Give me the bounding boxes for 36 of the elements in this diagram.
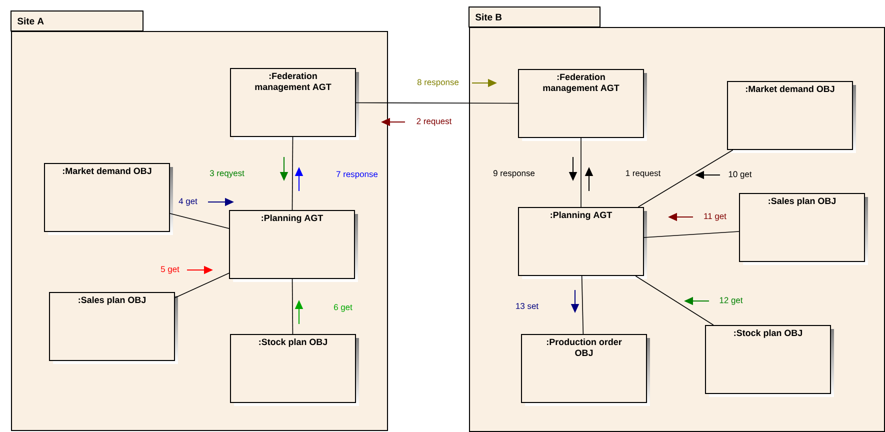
object-box: :Stock plan OBJ bbox=[705, 325, 834, 397]
link-line bbox=[170, 213, 230, 229]
object-box: :Planning AGT bbox=[518, 207, 647, 279]
link-line bbox=[638, 150, 734, 208]
node-label: Site A bbox=[17, 18, 44, 24]
object-box: :Production order OBJ bbox=[521, 334, 650, 406]
message-label: 11 get bbox=[704, 213, 726, 221]
message-label: 2 request bbox=[416, 118, 452, 126]
object-box: :Federation management AGT bbox=[230, 68, 359, 140]
object-box: :Market demand OBJ bbox=[44, 163, 173, 235]
message-label: 1 request bbox=[626, 170, 661, 178]
message-label: 8 response bbox=[417, 79, 459, 87]
link-line bbox=[644, 231, 740, 238]
message-label: 12 get bbox=[720, 297, 743, 305]
object-box: :Federation management AGT bbox=[518, 69, 647, 141]
message-label: 6 get bbox=[334, 304, 352, 312]
message-label: 7 response bbox=[336, 171, 378, 179]
object-box: :Planning AGT bbox=[229, 210, 358, 282]
link-line bbox=[580, 138, 582, 208]
link-line bbox=[174, 272, 230, 298]
message-label: 3 reqyest bbox=[210, 170, 244, 178]
link-line bbox=[581, 276, 584, 334]
link-line bbox=[356, 102, 518, 104]
node-label: Site B bbox=[475, 14, 502, 20]
object-box: :Stock plan OBJ bbox=[230, 334, 359, 406]
object-box: :Sales plan OBJ bbox=[739, 193, 868, 265]
link-line bbox=[292, 278, 294, 334]
message-label: 9 response bbox=[493, 170, 535, 178]
link-line bbox=[292, 136, 294, 210]
message-label: 13 set bbox=[516, 303, 538, 309]
object-box: :Market demand OBJ bbox=[727, 81, 856, 153]
message-label: 4 get bbox=[178, 198, 198, 206]
message-label: 10 get bbox=[728, 171, 752, 179]
link-line bbox=[635, 276, 714, 326]
message-label: 5 get bbox=[160, 266, 180, 274]
object-box: :Sales plan OBJ bbox=[49, 292, 178, 364]
